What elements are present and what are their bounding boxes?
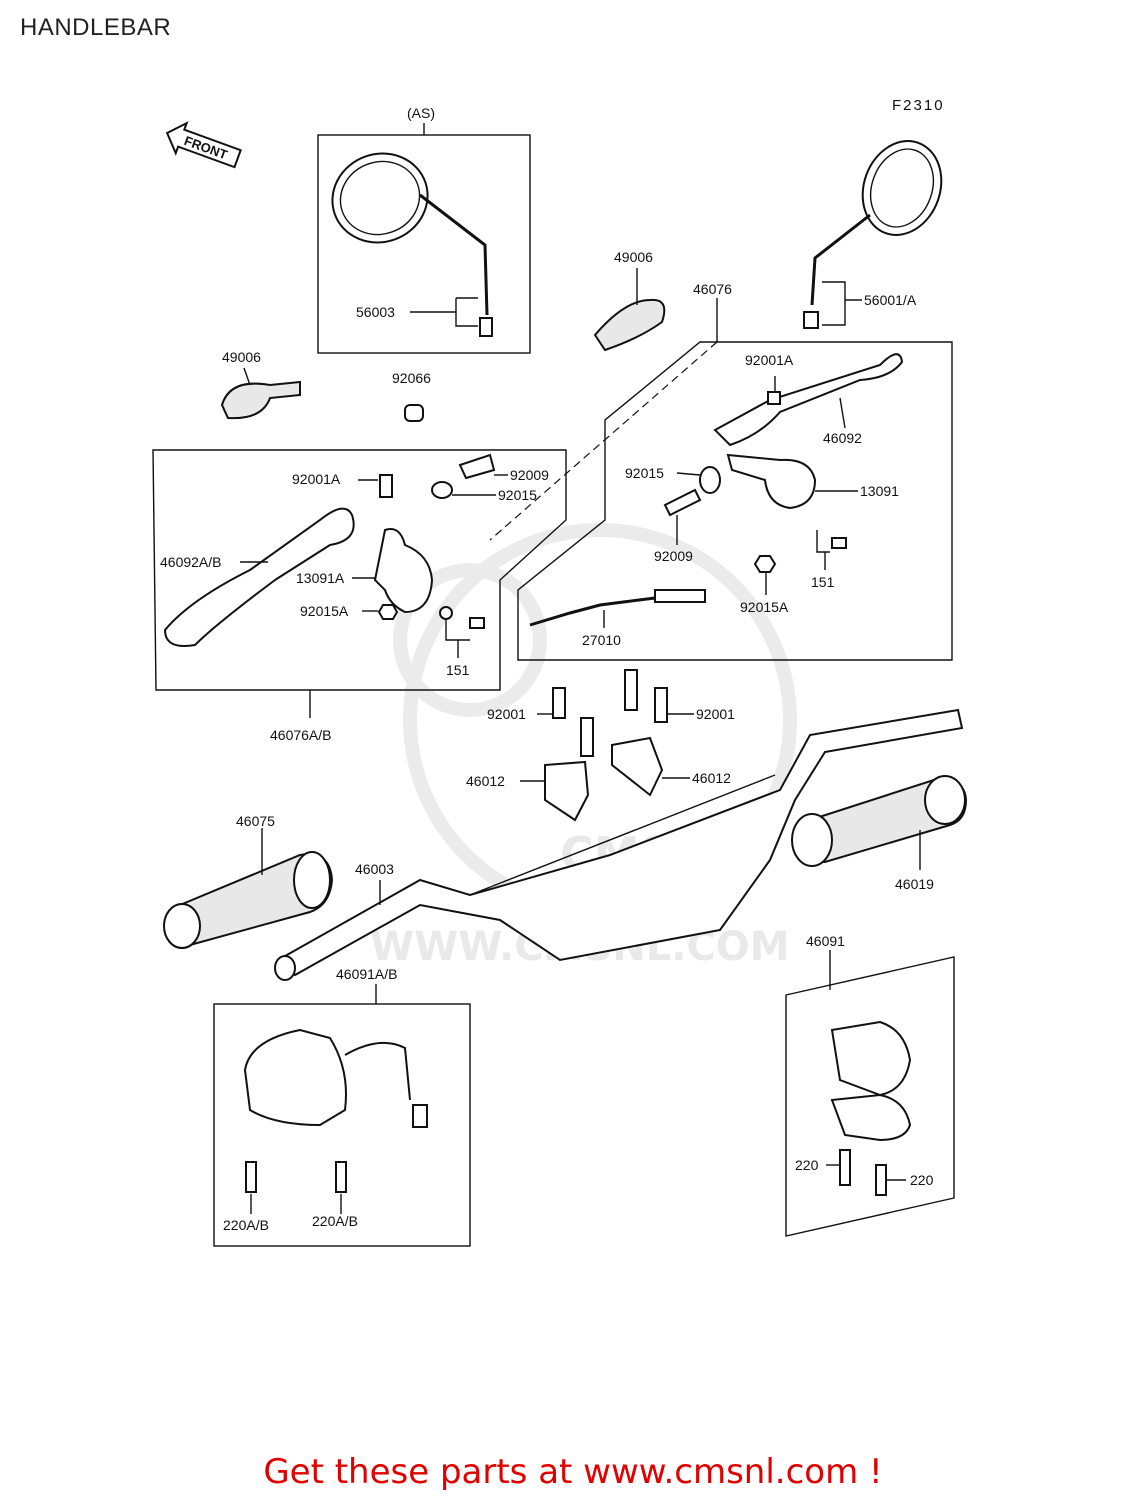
left-mirror (331, 152, 429, 244)
part-92015a-left: 92015A (300, 603, 349, 619)
part-92015a-right: 92015A (740, 599, 789, 615)
left-lever-assembly: 46076A/B 92001A 92009 92015 46092A/B 130… (152, 449, 567, 743)
part-27010: 27010 (582, 632, 621, 648)
part-220ab-left: 220A/B (223, 1217, 269, 1233)
part-46076: 46076 (693, 281, 732, 297)
part-92001a-left: 92001A (292, 471, 341, 487)
clutch-holder (726, 453, 817, 510)
plug-92066: 92066 (392, 370, 431, 422)
brake-lever (163, 507, 355, 647)
clamp-bolts: 92001 92001 (487, 669, 735, 757)
front-arrow-icon: FRONT (165, 121, 242, 169)
lever-cover-left: 49006 (220, 349, 301, 420)
clutch-switch (654, 589, 706, 603)
switch-connector (412, 1104, 428, 1128)
part-46091ab: 46091A/B (336, 966, 398, 982)
part-46012-left: 46012 (466, 773, 505, 789)
part-92001-left: 92001 (487, 706, 526, 722)
part-46075: 46075 (236, 813, 275, 829)
grip-right-46019: 46019 (791, 775, 968, 892)
part-46092: 46092 (823, 430, 862, 446)
mirror-nut (479, 317, 493, 337)
brake-holder (373, 528, 434, 614)
part-13091a: 13091A (296, 570, 345, 586)
lever-cover-right: 49006 (593, 249, 666, 352)
right-switch-assembly: 46091 220 220 (785, 933, 955, 1237)
switch-housing (243, 1028, 347, 1127)
right-mirror-group: 56001/A (803, 140, 943, 329)
throttle-housing-upper (830, 1020, 912, 1097)
part-220-left: 220 (795, 1157, 819, 1173)
grip-left-46075: 46075 (163, 813, 334, 949)
right-lever-assembly: 46076 92001A 46092 13091 92015 92009 151… (489, 281, 953, 661)
left-switch-assembly: 46091A/B 220A/B 220A/B (213, 966, 471, 1247)
clutch-lever (713, 353, 904, 447)
part-220ab-right: 220A/B (312, 1213, 358, 1229)
part-46012-right: 46012 (692, 770, 731, 786)
part-49006-left: 49006 (222, 349, 261, 365)
throttle-housing-lower (830, 1093, 912, 1142)
part-46091: 46091 (806, 933, 845, 949)
part-92066: 92066 (392, 370, 431, 386)
part-92015-right: 92015 (625, 465, 664, 481)
as-mirror-group: (AS) 56003 (317, 105, 531, 354)
handlebar-clamps: 46012 46012 (466, 736, 731, 822)
part-56001a: 56001/A (864, 292, 917, 308)
part-46076ab: 46076A/B (270, 727, 332, 743)
part-13091: 13091 (860, 483, 899, 499)
part-46019: 46019 (895, 876, 934, 892)
figure-code: F2310 (892, 97, 945, 114)
right-mirror (861, 140, 943, 236)
page-title: HANDLEBAR (20, 14, 172, 41)
as-label: (AS) (407, 105, 435, 121)
part-92001a-right: 92001A (745, 352, 794, 368)
part-92009-right: 92009 (654, 548, 693, 564)
part-46092ab: 46092A/B (160, 554, 222, 570)
part-49006-right: 49006 (614, 249, 653, 265)
part-92015-left: 92015 (498, 487, 537, 503)
part-46003: 46003 (355, 861, 394, 877)
part-56003: 56003 (356, 304, 395, 320)
part-151-left: 151 (446, 662, 470, 678)
part-92009-left: 92009 (510, 467, 549, 483)
part-151-right: 151 (811, 574, 835, 590)
part-220-right: 220 (910, 1172, 934, 1188)
footer-link[interactable]: Get these parts at www.cmsnl.com ! (263, 1452, 883, 1492)
part-92001-right: 92001 (696, 706, 735, 722)
handlebar-46003: 46003 (274, 708, 964, 981)
